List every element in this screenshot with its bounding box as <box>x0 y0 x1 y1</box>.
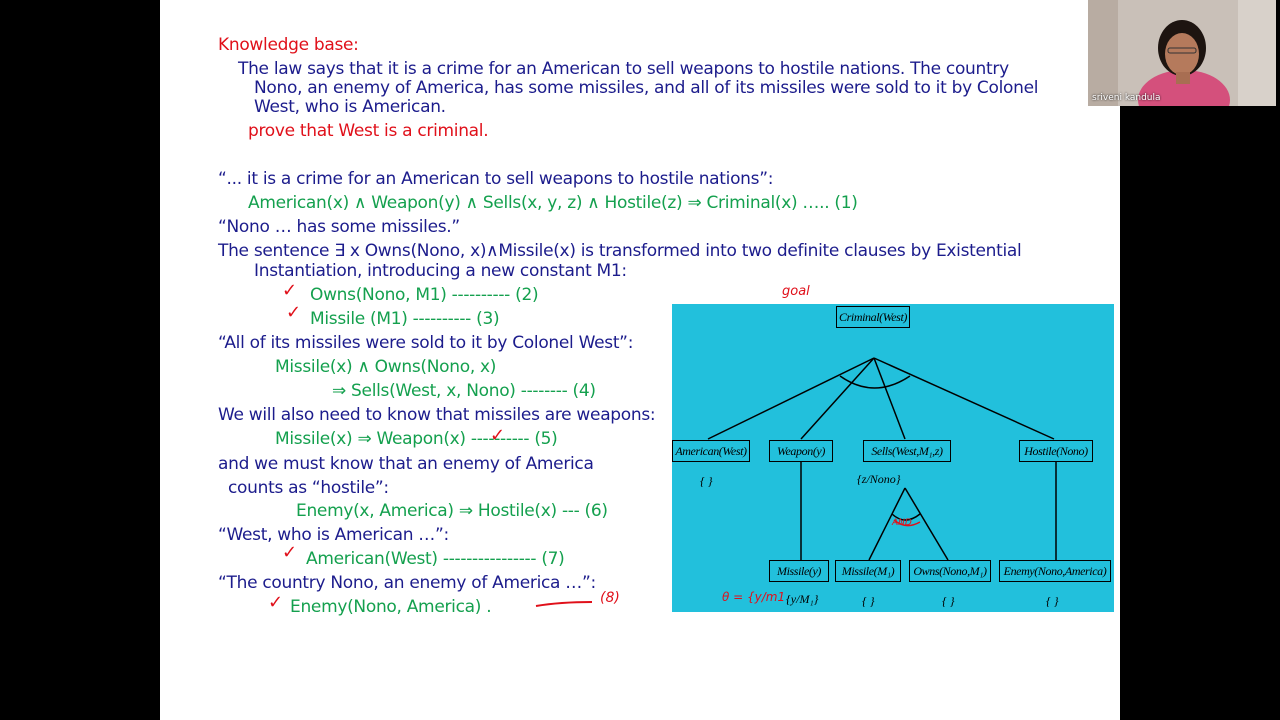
theta-annotation: θ = {y/m1 <box>722 590 786 604</box>
rule-8-number: (8) <box>600 590 620 606</box>
node-owns-nono-m1: Owns(Nono,M₁) <box>909 560 991 582</box>
kb-line-1: The law says that it is a crime for an A… <box>238 59 1009 79</box>
sentence-2a: The sentence ∃ x Owns(Nono, x)∧Missile(x… <box>218 241 1022 261</box>
quote-1: “... it is a crime for an American to se… <box>218 169 774 189</box>
participant-video[interactable]: sriveni kandula <box>1088 0 1276 106</box>
rule-1: American(x) ∧ Weapon(y) ∧ Sells(x, y, z)… <box>248 193 858 213</box>
node-weapon-y: Weapon(y) <box>769 440 833 462</box>
goal-statement: prove that West is a criminal. <box>248 121 489 141</box>
node-missile-m1: Missile(M₁) <box>835 560 901 582</box>
participant-avatar <box>1088 0 1276 106</box>
sub-sells: {z/Nono} <box>857 472 901 486</box>
participant-name: sriveni kandula <box>1092 93 1161 103</box>
node-hostile-nono: Hostile(Nono) <box>1019 440 1093 462</box>
kb-line-3: West, who is American. <box>254 97 446 117</box>
and-annotation: AND <box>892 518 912 528</box>
sub-enemy: { } <box>1046 594 1059 608</box>
slide: Knowledge base: The law says that it is … <box>160 0 1120 720</box>
check-mark-8: ✓ <box>268 592 284 613</box>
sub-missile-y: {y/M₁} <box>786 592 819 606</box>
proof-tree-diagram: Criminal(West) American(West) Weapon(y) … <box>672 304 1114 612</box>
sub-american: { } <box>700 474 713 488</box>
rule-6: Enemy(x, America) ⇒ Hostile(x) --- (6) <box>296 501 608 521</box>
check-mark-2: ✓ <box>282 280 298 301</box>
quote-2: “Nono … has some missiles.” <box>218 217 460 237</box>
rule-2: Owns(Nono, M1) ---------- (2) <box>310 285 539 305</box>
goal-annotation: goal <box>782 284 810 299</box>
quote-4: “All of its missiles were sold to it by … <box>218 333 634 353</box>
rule-3: Missile (M1) ---------- (3) <box>310 309 500 329</box>
node-sells: Sells(West,M₁,z) <box>863 440 951 462</box>
quote-7: “West, who is American …”: <box>218 525 449 545</box>
rule-4a: Missile(x) ∧ Owns(Nono, x) <box>275 357 497 377</box>
rule-4b: ⇒ Sells(West, x, Nono) -------- (4) <box>332 381 596 401</box>
quote-6a: and we must know that an enemy of Americ… <box>218 454 594 474</box>
sub-owns: { } <box>942 594 955 608</box>
quote-6b: counts as “hostile”: <box>228 478 389 498</box>
quote-8: “The country Nono, an enemy of America …… <box>218 573 596 593</box>
kb-heading: Knowledge base: <box>218 35 359 55</box>
check-mark-3: ✓ <box>286 302 302 323</box>
rule-7: American(West) ---------------- (7) <box>306 549 565 569</box>
underline-annotation <box>535 601 593 607</box>
check-mark-5: ✓ <box>490 425 506 446</box>
proof-tree-edges <box>707 357 1057 561</box>
check-mark-7: ✓ <box>282 542 298 563</box>
kb-line-2: Nono, an enemy of America, has some miss… <box>254 78 1039 98</box>
quote-5: We will also need to know that missiles … <box>218 405 656 425</box>
node-criminal-west: Criminal(West) <box>836 306 910 328</box>
sentence-2b: Instantiation, introducing a new constan… <box>254 261 627 281</box>
rule-8: Enemy(Nono, America) . <box>290 597 492 617</box>
sub-missile-m1: { } <box>862 594 875 608</box>
node-enemy-nono-america: Enemy(Nono,America) <box>999 560 1111 582</box>
node-american-west: American(West) <box>672 440 750 462</box>
rule-5: Missile(x) ⇒ Weapon(x) ---------- (5) <box>275 429 558 449</box>
node-missile-y: Missile(y) <box>769 560 829 582</box>
